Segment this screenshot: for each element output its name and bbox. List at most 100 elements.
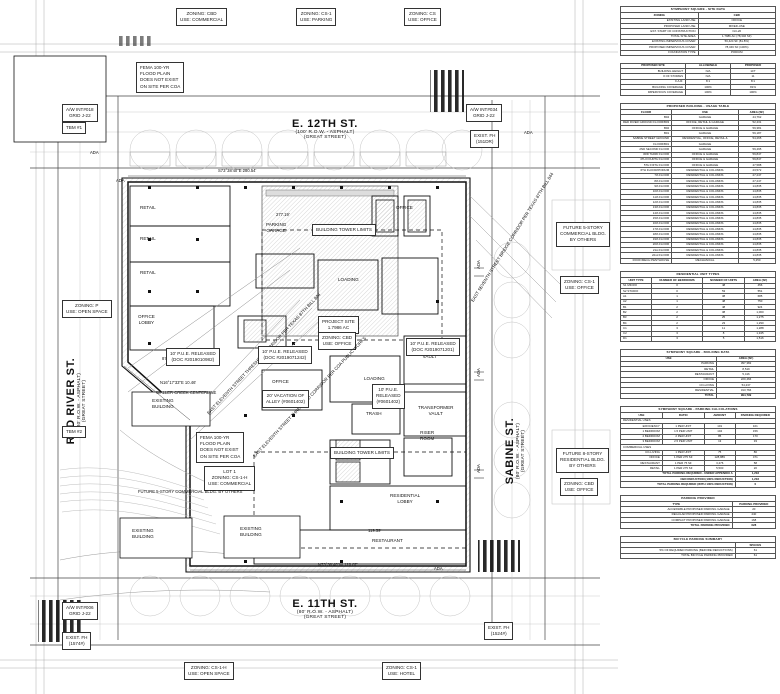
proposed-site-allowable: 100% — [685, 89, 732, 96]
usage-area: 5,250 — [737, 257, 777, 265]
project-site-note: PROJECT SITE 1.7986 AC — [318, 316, 359, 335]
usage-use: MECHANICAL — [671, 257, 739, 265]
bicycle-spaces: 61 — [734, 552, 777, 559]
table-parking-calc: SYMPHONY SQUARE - PARKING CALCULATIONS U… — [620, 406, 777, 488]
dimension-offset-ngo: WALLER CREEK CENTERLINE — [156, 390, 217, 395]
table-bicycle-parking: BICYCLE PARKING SUMMARY SPACES 5% OF REQ… — [620, 535, 777, 559]
unit-type: D1 — [620, 335, 652, 343]
dimension-restaurant-frontage: 119.59' — [368, 528, 382, 533]
hydrant-note-bottom-left: EXIST. FH(1574#) — [62, 632, 92, 651]
table-building-data-title: SYMPHONY SQUARE - BUILDING DATA — [620, 349, 776, 356]
ada-marker-7: ADA — [90, 150, 99, 155]
pue-note-1: 10' P.U.E. RELEASED(DOC #2019010982) — [166, 348, 220, 367]
ada-marker-6: ADA — [475, 464, 481, 473]
ada-marker-5: ADA — [475, 368, 481, 377]
room-label-office-mid: OFFICE — [272, 379, 289, 384]
usage-floor: ROOF/MECH PENTHOUSE — [619, 257, 673, 265]
parking-provided-count: 628 — [731, 522, 777, 529]
ada-marker-4: ADA — [475, 260, 481, 269]
table-parking-provided-title: PARKING PROVIDED — [620, 494, 776, 502]
proposed-site-label: IMPERVIOUS COVERAGE — [619, 89, 687, 96]
unit-bedrooms: 3 — [650, 335, 704, 343]
unit-count: 5 — [702, 335, 745, 343]
parking-total-value: 0 — [734, 481, 777, 488]
room-label-retail-2: RETAIL — [140, 236, 156, 241]
street-label-sabine: SABINE ST. (80' R.O.W. - ASPHALT) (GREAT… — [504, 417, 526, 485]
dimension-garage-width: 277.19' — [276, 212, 290, 217]
dimension-north-property-line: S73°38'40"E 280.54' — [218, 168, 257, 173]
room-label-retail-1: RETAIL — [140, 205, 156, 210]
pue-note-3: 10' P.U.E. RELEASED(DOC #2019071201) — [406, 338, 460, 357]
table-usage-title: PROPOSED BUILDING - USAGE TABLE — [620, 102, 776, 110]
bicycle-label: TOTAL BICYCLE PARKING PROVIDED — [620, 552, 736, 559]
street-label-e-11th: E. 11TH ST. (80' R.O.W. - ASPHALT) (GREA… — [292, 598, 358, 620]
building-data-use: TOTAL — [619, 392, 718, 400]
table-bicycle-parking-title: BICYCLE PARKING SUMMARY — [620, 535, 776, 542]
tower-limits-note-2: BUILDING TOWER LIMITS — [330, 447, 394, 460]
unit-area: 1,516 — [743, 335, 777, 343]
table-bicycle-parking-body: 5% OF REQUIRED PARKING (BEFORE REDUCTION… — [620, 547, 777, 559]
room-label-trash: TRASH — [366, 411, 382, 416]
hydrant-note-bottom-right: EXIST. FH(1524#) — [484, 622, 514, 641]
table-unit-types-title: RESIDENTIAL UNIT TYPES — [620, 271, 776, 278]
site-plan-drawing[interactable]: E. 12TH ST. (100' R.O.W. - ASPHALT) (GRE… — [0, 0, 618, 694]
room-label-office-north: OFFICE — [396, 205, 413, 210]
street-label-red-river: RED RIVER ST. (80' R.O.W. - ASPHALT) (GR… — [65, 357, 87, 445]
site-data-key: FOUNDATION TYPE — [620, 49, 699, 56]
tower-limits-note-1: BUILDING TOWER LIMITS — [312, 224, 376, 237]
table-site-data-title: SYMPHONY SQUARE - SITE DATA — [620, 6, 776, 13]
lot-note: LOT 1 ZONING: CS-1-H USE: COMMERCIAL — [204, 466, 256, 491]
ada-marker-1: ADA — [116, 178, 125, 183]
pue-note-2: 10' P.U.E. RELEASED(DOC #2019071242) — [258, 346, 312, 365]
parking-provided-type: TOTAL PARKING PROVIDED — [620, 522, 733, 529]
hydrant-note-top-right: EXIST. FH(151DR) — [470, 130, 500, 149]
site-data-value: PODIUM — [697, 49, 776, 56]
room-label-restaurant: RESTAURANT — [372, 538, 403, 543]
table-row-total: TOTAL PARKING REQUIRED (WITH 100% REDUCT… — [620, 481, 777, 488]
room-label-loading-1: LOADING — [338, 277, 359, 282]
ada-marker-3: ADA — [524, 130, 533, 135]
benchmark-tbm-1: TBM #1 — [62, 122, 87, 135]
pue-note-4: 10' P.U.E.RELEASED(#0601402) — [372, 384, 405, 409]
